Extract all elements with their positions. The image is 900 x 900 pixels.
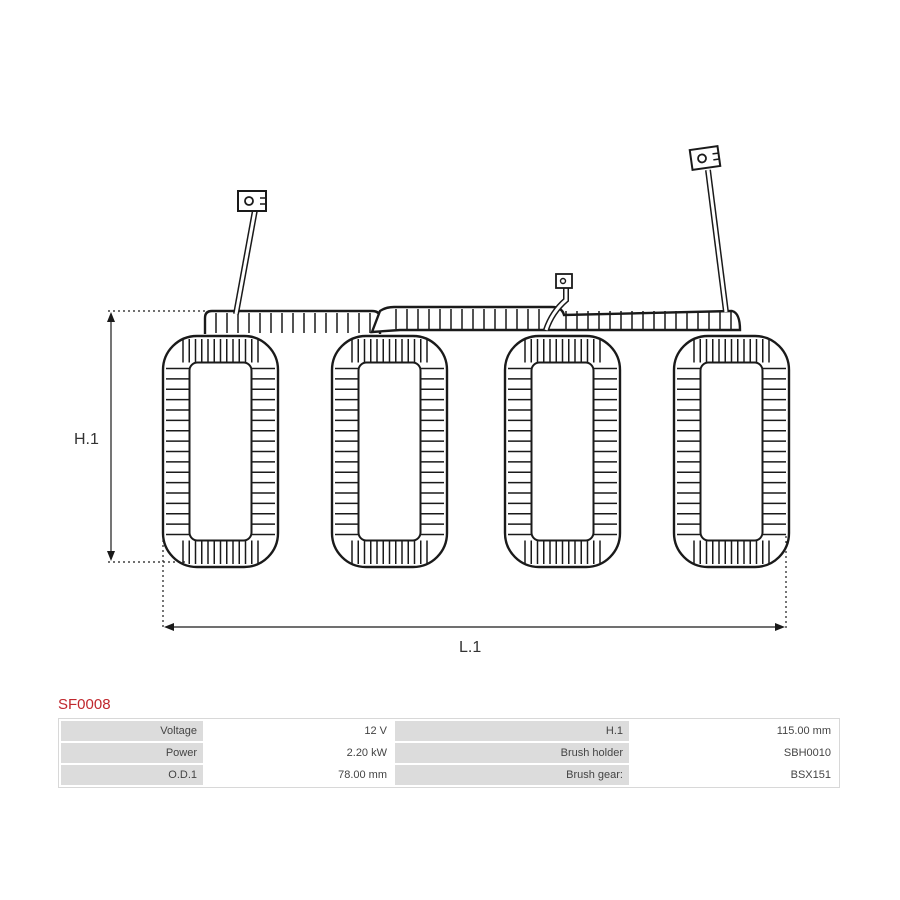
spec-value: 2.20 kW bbox=[205, 743, 393, 763]
spec-label: Brush holder bbox=[395, 743, 629, 763]
spec-label: Voltage bbox=[61, 721, 203, 741]
spec-value: BSX151 bbox=[631, 765, 837, 785]
terminal-lead bbox=[543, 273, 573, 332]
length-dimension-label: L.1 bbox=[459, 639, 481, 656]
spec-row: Voltage 12 V H.1 115.00 mm bbox=[61, 721, 837, 741]
spec-row: Power 2.20 kW Brush holder SBH0010 bbox=[61, 743, 837, 763]
terminal-lead bbox=[233, 190, 267, 315]
terminal-lead bbox=[688, 145, 729, 313]
spec-value: 12 V bbox=[205, 721, 393, 741]
coil bbox=[503, 334, 622, 569]
spec-label: O.D.1 bbox=[61, 765, 203, 785]
coil-group bbox=[161, 334, 791, 569]
spec-label: Brush gear: bbox=[395, 765, 629, 785]
spec-value: 115.00 mm bbox=[631, 721, 837, 741]
spec-row: O.D.1 78.00 mm Brush gear: BSX151 bbox=[61, 765, 837, 785]
coil bbox=[161, 334, 280, 569]
bus-segment bbox=[370, 305, 742, 334]
coil bbox=[330, 334, 449, 569]
coil bbox=[672, 334, 791, 569]
spec-table: Voltage 12 V H.1 115.00 mm Power 2.20 kW… bbox=[58, 718, 840, 788]
connecting-bus-wire bbox=[203, 305, 742, 334]
terminal-group bbox=[233, 145, 729, 332]
part-code: SF0008 bbox=[58, 696, 111, 713]
spec-label: H.1 bbox=[395, 721, 629, 741]
field-coil-diagram: H.1 L.1 bbox=[74, 145, 791, 656]
spec-value: 78.00 mm bbox=[205, 765, 393, 785]
spec-value: SBH0010 bbox=[631, 743, 837, 763]
dimension-lines bbox=[107, 310, 787, 631]
spec-label: Power bbox=[61, 743, 203, 763]
height-dimension-label: H.1 bbox=[74, 431, 99, 448]
